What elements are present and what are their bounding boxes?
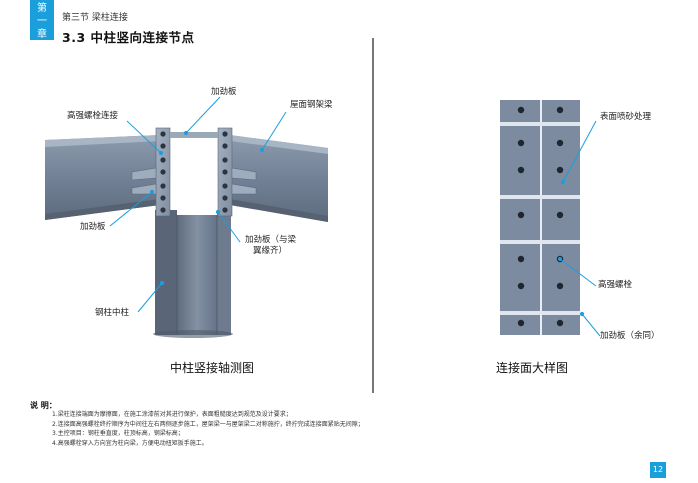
label-stiffener-flange-line1: 加劲板（与梁 (245, 235, 297, 245)
page-number: 12 (650, 462, 666, 478)
chapter-char-2: 一 (37, 16, 47, 27)
caption-connection-face: 连接面大样图 (496, 361, 569, 375)
figure-divider (372, 38, 374, 393)
label-stiffener-top: 加劲板 (211, 87, 237, 97)
label-stiffener-same: 加劲板（余同） (600, 331, 660, 341)
note-item: 1.梁柱连接端面为摩擦面，在施工涂漆前对其进行保护，表面粗糙度达到规范及设计要求… (52, 411, 292, 418)
chapter-char-1: 第 (37, 3, 47, 14)
label-sandblast: 表面喷砂处理 (600, 112, 652, 122)
label-stiffener-left: 加劲板 (80, 222, 106, 232)
label-steel-column: 钢柱中柱 (95, 308, 130, 318)
label-hs-bolt: 高强螺栓 (598, 280, 633, 290)
section-label: 第三节 梁柱连接 (62, 13, 128, 23)
label-stiffener-flange: 加劲板（与梁 翼缘齐） (245, 235, 296, 257)
label-stiffener-flange-line2: 翼缘齐） (253, 246, 288, 256)
face-stiffeners (500, 122, 580, 315)
hs-bolts-right (222, 131, 228, 213)
hs-bolts-left (160, 131, 166, 213)
page-title: 3.3 中柱竖向连接节点 (62, 30, 195, 45)
end-plates (155, 127, 233, 217)
chapter-char-3: 章 (37, 29, 47, 40)
roof-beam-left (45, 135, 160, 220)
left-callout-lines (109, 96, 287, 313)
connection-face-figure (500, 100, 601, 337)
face-bolts (517, 106, 564, 327)
chapter-tab: 第 一 章 (30, 0, 54, 40)
label-hs-bolt-connection: 高强螺栓连接 (67, 111, 119, 121)
steel-column (153, 210, 233, 338)
note-item: 2.连接面高强螺栓终拧顺序为中间往左右两侧逐步施工，屋架梁一与屋架梁二对称施拧，… (52, 420, 364, 428)
stiffeners (131, 167, 257, 195)
notes-list: 1.梁柱连接端面为摩擦面，在施工涂漆前对其进行保护，表面粗糙度达到规范及设计要求… (52, 410, 364, 448)
roof-beam-right (230, 135, 328, 222)
right-callout-lines (557, 120, 601, 337)
caption-axonometric: 中柱竖接轴测图 (170, 361, 255, 375)
label-roof-beam: 屋面钢架梁 (290, 100, 333, 110)
note-item: 3.主控项目：钢柱垂直度，柱顶标高，钢梁标高； (52, 430, 184, 437)
note-item: 4.高强螺栓穿入方向宜为柱向梁，方便电动扭矩扳手施工。 (52, 439, 208, 447)
notes-title: 说 明： (30, 401, 57, 410)
axonometric-figure (45, 96, 328, 338)
